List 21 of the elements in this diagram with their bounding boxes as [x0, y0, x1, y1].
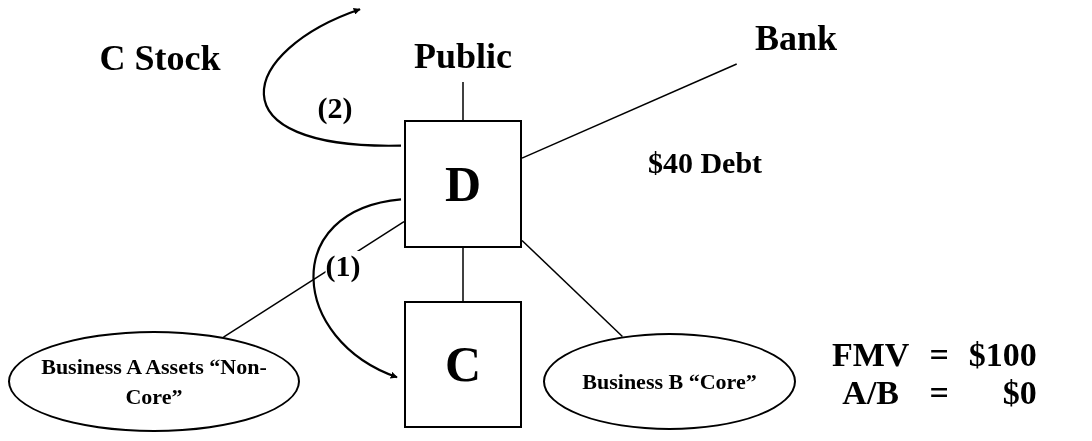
- edge-label: (1): [325, 251, 361, 281]
- node-label: Bank: [732, 12, 860, 64]
- entity-box: D: [404, 120, 522, 248]
- edge-label: $40 Debt: [647, 148, 763, 178]
- entity-box: C: [404, 301, 522, 428]
- value-text: FMV: [832, 336, 910, 374]
- node-label: Public: [395, 30, 531, 82]
- asset-ellipse: Business B “Core”: [543, 333, 796, 430]
- value-text: =: [929, 374, 949, 412]
- asset-ellipse: Business A Assets “Non-Core”: [8, 331, 300, 432]
- connector-line: [521, 63, 738, 159]
- value-text: A/B: [841, 374, 901, 412]
- curved-arrow: [262, 8, 402, 147]
- value-text: $0: [1001, 374, 1037, 412]
- curved-arrow: [312, 198, 402, 379]
- value-text: =: [929, 336, 949, 374]
- connector-line: [462, 81, 464, 121]
- connector-line: [462, 247, 464, 302]
- connector-line: [521, 239, 624, 338]
- value-text: $100: [968, 336, 1037, 374]
- stock-label: C Stock: [99, 37, 221, 80]
